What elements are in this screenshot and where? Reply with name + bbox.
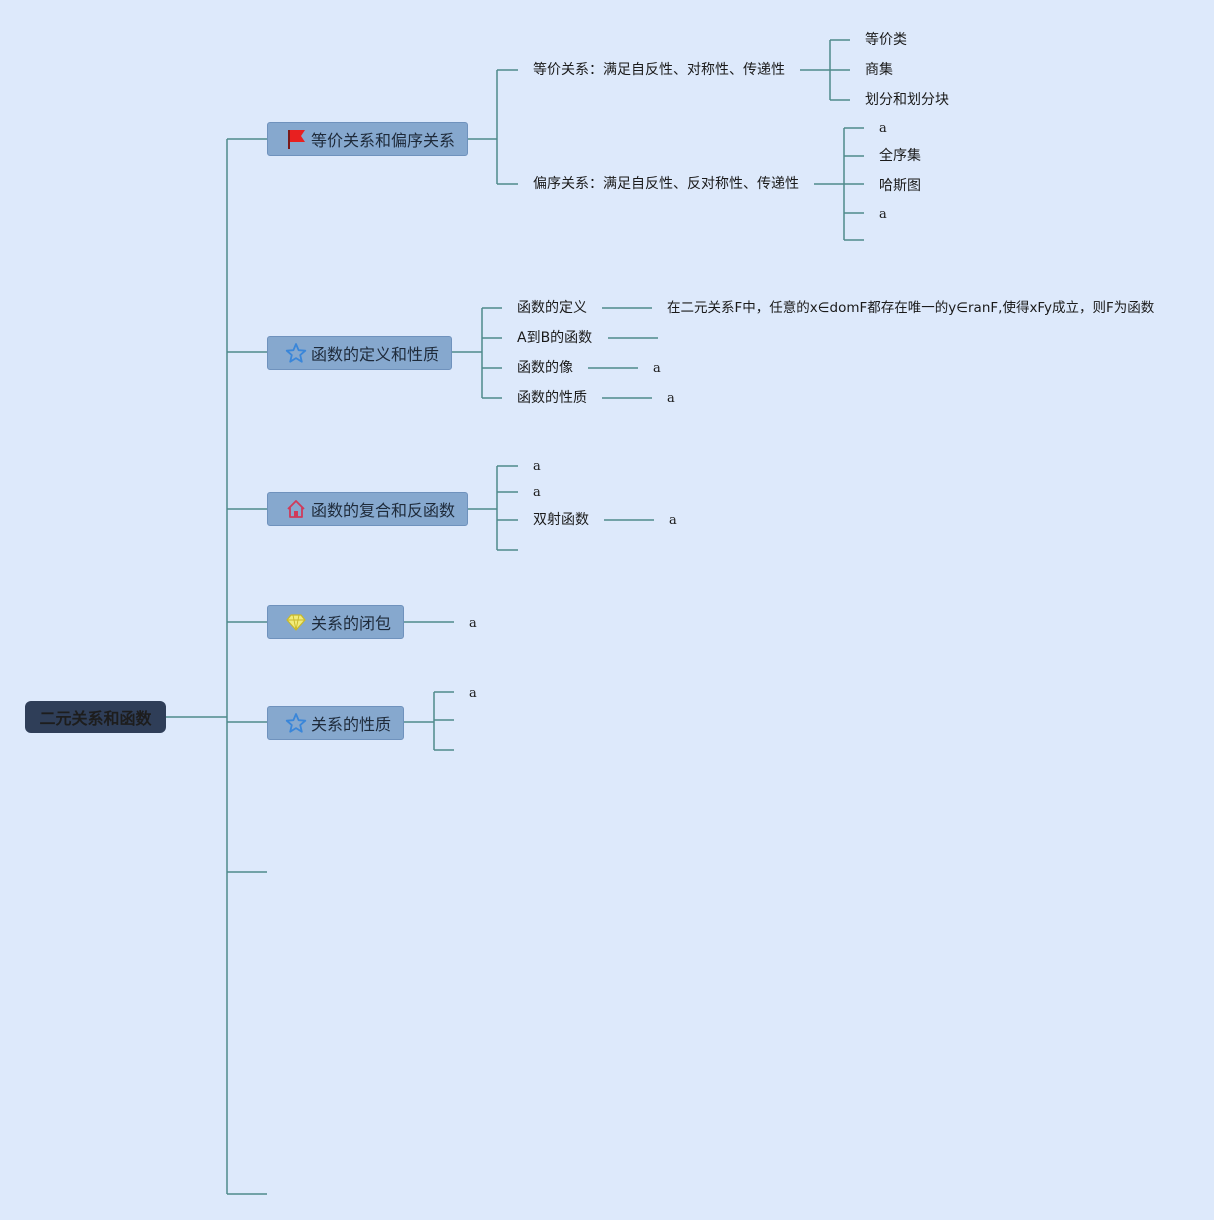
partition-node[interactable]: 划分和划分块 (865, 92, 949, 108)
topic-relation-closure[interactable]: 关系的闭包 (267, 605, 404, 639)
topic-equivalence-partial-order[interactable]: 等价关系和偏序关系 (267, 122, 468, 156)
partial-order-node[interactable]: 偏序关系：满足自反性、反对称性、传递性 (533, 176, 799, 192)
function-definition-node[interactable]: 函数的定义 (517, 300, 587, 316)
equivalence-relation-node[interactable]: 等价关系：满足自反性、对称性、传递性 (533, 62, 785, 78)
partial-order-child-4[interactable]: a (879, 207, 887, 222)
hasse-diagram-node[interactable]: 哈斯图 (879, 178, 921, 194)
topic-label: 等价关系和偏序关系 (311, 131, 456, 150)
function-definition-detail[interactable]: 在二元关系F中，任意的x∈domF都存在唯一的y∈ranF,使得xFy成立，则F… (667, 300, 1155, 316)
function-properties-node[interactable]: 函数的性质 (517, 390, 587, 406)
equivalence-class-node[interactable]: 等价类 (865, 32, 907, 48)
topic-label: 关系的闭包 (311, 614, 392, 633)
root-label: 二元关系和函数 (39, 709, 152, 728)
total-order-set-node[interactable]: 全序集 (879, 148, 921, 164)
quotient-set-node[interactable]: 商集 (865, 62, 893, 78)
composition-child-2[interactable]: a (533, 485, 541, 500)
topic-label: 关系的性质 (311, 715, 392, 734)
home-icon (285, 498, 307, 520)
topic-label: 函数的定义和性质 (311, 345, 440, 364)
function-image-node[interactable]: 函数的像 (517, 360, 573, 376)
star-icon (285, 342, 307, 364)
diamond-icon (285, 611, 307, 633)
a-to-b-function-node[interactable]: A到B的函数 (517, 330, 593, 346)
properties-child-1[interactable]: a (469, 686, 477, 701)
red-flag-icon (285, 128, 307, 150)
root-topic[interactable]: 二元关系和函数 (25, 701, 166, 733)
composition-child-1[interactable]: a (533, 459, 541, 474)
star-icon (285, 712, 307, 734)
topic-relation-properties[interactable]: 关系的性质 (267, 706, 404, 740)
topic-label: 函数的复合和反函数 (311, 501, 456, 520)
topic-composition-inverse[interactable]: 函数的复合和反函数 (267, 492, 468, 526)
function-image-detail[interactable]: a (653, 361, 661, 376)
bijection-node[interactable]: 双射函数 (533, 512, 589, 528)
bijection-detail[interactable]: a (669, 513, 677, 528)
partial-order-child-1[interactable]: a (879, 121, 887, 136)
closure-child-1[interactable]: a (469, 616, 477, 631)
topic-function-definition[interactable]: 函数的定义和性质 (267, 336, 452, 370)
function-properties-detail[interactable]: a (667, 391, 675, 406)
